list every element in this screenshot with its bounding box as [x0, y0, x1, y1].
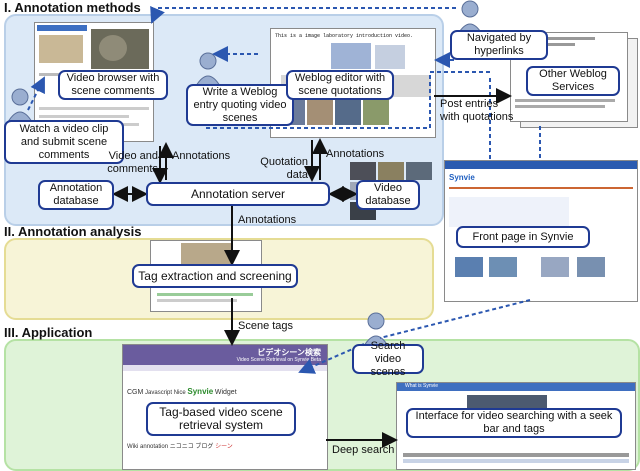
tag-retrieval-box: Tag-based video scene retrieval system — [146, 402, 296, 436]
tag-item[interactable]: CGM — [127, 389, 144, 396]
search-scenes-box: Search video scenes — [352, 340, 424, 378]
tag-item[interactable]: annotation — [140, 444, 169, 450]
weblog-editor-box: Weblog editor with scene quotations — [286, 70, 394, 100]
tag-extraction-box: Tag extraction and screening — [132, 264, 298, 288]
tag-item[interactable]: ブログ — [195, 444, 214, 450]
weblog-editor-text: This is a image laboratory introduction … — [275, 33, 414, 39]
scene-tags-label: Scene tags — [238, 320, 294, 332]
watch-video-box: Watch a video clip and submit scene comm… — [4, 120, 124, 164]
annotations-left-label: Annotations — [172, 150, 231, 162]
annotations-down-label: Annotations — [238, 214, 297, 226]
post-entries-label: Post entries with quotations — [440, 98, 514, 123]
interface-seek-box: Interface for video searching with a see… — [406, 408, 622, 438]
retrieval-title: ビデオシーン検索 — [257, 348, 321, 357]
synvie-logo: Synvie — [449, 173, 475, 182]
video-browser-box: Video browser with scene comments — [58, 70, 168, 100]
section-application: III. Application — [4, 325, 93, 340]
other-weblog-box: Other Weblog Services — [526, 66, 620, 96]
navigated-box: Navigated by hyperlinks — [450, 30, 548, 60]
tag-item[interactable]: Nice — [173, 390, 186, 396]
tag-item[interactable]: シーン — [215, 444, 233, 450]
video-database-box: Video database — [356, 180, 420, 210]
annotation-database-box: Annotation database — [38, 180, 114, 210]
section-annotation-methods: I. Annotation methods — [4, 0, 141, 15]
quotation-data-label: Quotation data — [260, 156, 308, 181]
tag-cloud: CGM Javascript Nice Synvie Widget — [127, 387, 237, 396]
annotation-server-box: Annotation server — [146, 182, 330, 206]
tag-item[interactable]: Widget — [214, 389, 237, 396]
tag-item[interactable]: Synvie — [187, 387, 214, 396]
deep-search-label: Deep search — [332, 444, 395, 456]
section-annotation-analysis: II. Annotation analysis — [4, 224, 142, 239]
tag-item[interactable]: Javascript — [145, 390, 173, 396]
video-comments-label: Video and comments — [107, 150, 158, 175]
front-page-box: Front page in Synvie — [456, 226, 590, 248]
user-person-icon — [7, 88, 33, 122]
tag-item[interactable]: ニコニコ — [169, 444, 194, 450]
retrieval-subtitle: Video Scene Retrieval on Synvie Beta — [236, 357, 321, 363]
write-weblog-box: Write a Weblog entry quoting video scene… — [186, 84, 294, 126]
annotations-right-label: Annotations — [326, 148, 385, 160]
tag-item[interactable]: Wiki — [127, 444, 139, 450]
seek-title: What is Synvie — [405, 383, 439, 389]
searcher-person-icon — [363, 312, 389, 346]
